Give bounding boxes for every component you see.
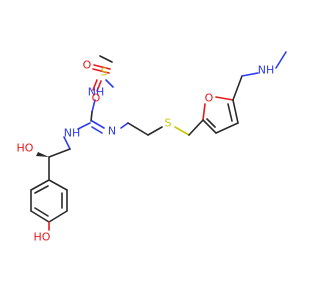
bond-furan-c3-c2 xyxy=(202,119,217,134)
bond-layer xyxy=(30,51,287,231)
bond-c5-ch2 xyxy=(232,75,243,101)
atom-label-layer: NH S O O NH N S O NH HO HO xyxy=(17,59,275,244)
bond-nhleft-ch2 xyxy=(63,136,71,150)
bond-c-nimine-2 xyxy=(91,126,103,134)
bond-furan-c5-c4-inner xyxy=(227,103,233,122)
atom-s-thioether: S xyxy=(165,117,172,130)
bond-ch2-furan xyxy=(188,119,204,136)
bond-ring-6-inner xyxy=(34,185,49,194)
bond-methyl-s xyxy=(99,55,113,63)
bond-furan-c3-c2-inner xyxy=(206,118,216,128)
bond-c-nimine-1 xyxy=(91,120,105,129)
atom-ho-phenol: HO xyxy=(34,231,51,244)
bond-c-guan-a xyxy=(90,111,93,122)
bond-s-o-left-1 xyxy=(93,64,111,70)
bond-ch2-nh xyxy=(241,72,259,77)
bond-s-o-bottom-1 xyxy=(92,79,98,91)
bond-ring-3 xyxy=(48,210,68,223)
wedge-bond-oh xyxy=(36,152,49,157)
bond-s-o-bottom-2 xyxy=(96,80,102,92)
atom-nh-guanidine-left: NH xyxy=(64,127,81,140)
bond-s-ch2 xyxy=(174,126,190,136)
bond-s-nh-top xyxy=(105,79,114,88)
bond-ch2-s xyxy=(147,126,163,136)
structure-canvas: NH S O O NH N S O NH HO HO xyxy=(17,51,287,244)
atom-o-furan: O xyxy=(205,92,214,105)
bond-ring-6 xyxy=(30,179,50,191)
atom-o-sulfonyl-bottom: O xyxy=(92,92,101,105)
bond-ring-4-inner xyxy=(34,207,49,217)
bond-nh-ch3 xyxy=(275,51,287,69)
atom-nh-methylamine: NH xyxy=(258,64,275,77)
bond-ch2-chiral xyxy=(48,148,71,158)
bond-nimine-ch2 xyxy=(120,122,129,129)
bond-ring-4 xyxy=(30,210,50,223)
bond-c-nhleft xyxy=(77,122,91,130)
bond-s-o-left-2 xyxy=(92,68,110,74)
bond-ring-1 xyxy=(48,179,68,191)
molecule-structure: NH S O O NH N S O NH HO HO xyxy=(17,51,287,244)
bond-nhtop-c xyxy=(91,99,96,113)
atom-n-imine: N xyxy=(108,125,116,138)
bond-furan-c4-c3 xyxy=(215,122,239,134)
atom-nh-sulfonamide: NH xyxy=(88,86,105,99)
atom-s-sulfonyl: S xyxy=(101,66,108,79)
bond-furan-o-c5 xyxy=(215,96,234,101)
atom-o-sulfonyl-left: O xyxy=(83,59,92,72)
atom-ho-benzylic: HO xyxy=(17,142,34,155)
bond-furan-c2-o xyxy=(202,103,206,121)
bond-furan-c5-c4 xyxy=(232,99,239,124)
bond-ch2-ch2 xyxy=(127,122,149,136)
